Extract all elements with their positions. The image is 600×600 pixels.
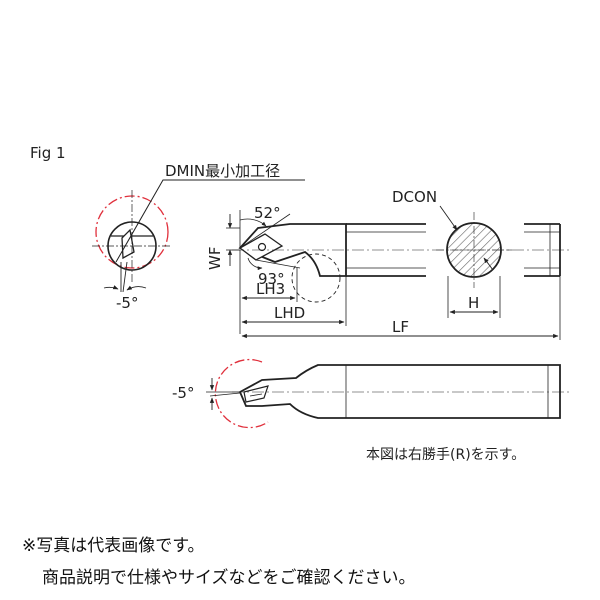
photo-note: ※写真は代表画像です。 bbox=[22, 536, 205, 556]
figure-title: Fig 1 bbox=[30, 144, 66, 162]
lh3-label: LH3 bbox=[256, 280, 285, 298]
front-view bbox=[92, 179, 305, 293]
dcon-label: DCON bbox=[392, 188, 437, 206]
spec-note: 商品説明で仕様やサイズなどをご確認ください。 bbox=[42, 568, 416, 588]
angle-52-label: 52° bbox=[254, 204, 281, 222]
angle-93-label: 93° bbox=[258, 270, 285, 288]
top-view bbox=[226, 210, 572, 340]
side-angle-label: -5° bbox=[172, 384, 194, 402]
lhd-label: LHD bbox=[274, 304, 305, 322]
wf-label: WF bbox=[206, 247, 224, 270]
figure-caption: 本図は右勝手(R)を示す。 bbox=[366, 447, 525, 463]
side-view bbox=[206, 358, 572, 429]
lf-label: LF bbox=[392, 318, 409, 336]
section-view bbox=[436, 205, 512, 318]
front-angle-label: -5° bbox=[116, 294, 138, 312]
dmin-label: DMIN最小加工径 bbox=[165, 162, 280, 180]
h-label: H bbox=[468, 294, 479, 312]
